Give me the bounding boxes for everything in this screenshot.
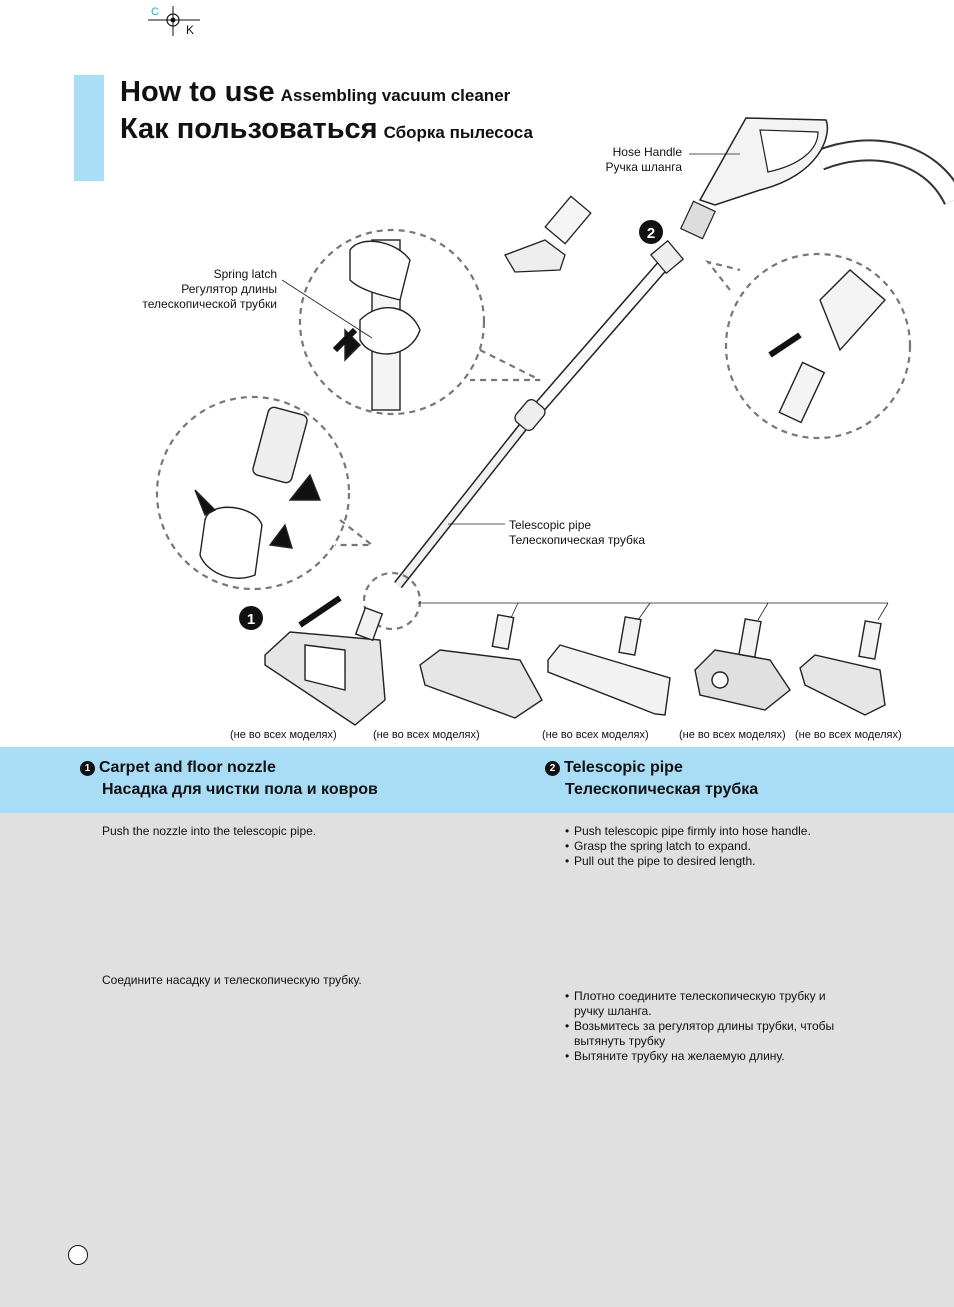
carpet-floor-nozzle-drawing bbox=[264, 606, 386, 726]
registration-mark: C K bbox=[148, 6, 200, 38]
telescopic-pipe-label: Telescopic pipe Телескопическая трубка bbox=[509, 518, 645, 548]
section-left-title-en-text: Carpet and floor nozzle bbox=[99, 759, 276, 776]
left-text-ru: Соедините насадку и телескопическую труб… bbox=[102, 973, 362, 987]
parquet-nozzle-drawing bbox=[547, 616, 671, 716]
model-note-5: (не во всех моделях) bbox=[795, 729, 902, 741]
right-bullet-en-1: Push telescopic pipe firmly into hose ha… bbox=[565, 824, 865, 839]
right-bullets-en: Push telescopic pipe firmly into hose ha… bbox=[565, 824, 865, 869]
assembly-illustration: 1 2 bbox=[155, 117, 954, 726]
motorized-nozzle-drawing bbox=[694, 618, 791, 711]
crosshair-icon bbox=[148, 6, 200, 36]
title-ru-main: Как пользоваться bbox=[120, 113, 378, 145]
section-header-band bbox=[0, 747, 954, 813]
hose-handle-label-en: Hose Handle bbox=[612, 145, 682, 159]
nozzle-row bbox=[264, 602, 889, 726]
spring-latch-label-ru-2: телескопической трубки bbox=[142, 297, 277, 311]
section-left-title-en: 1 Carpet and floor nozzle bbox=[80, 757, 378, 779]
section-right-number-icon: 2 bbox=[545, 761, 560, 776]
turbo-nozzle-drawing bbox=[419, 614, 543, 719]
spring-latch-label: Spring latch Регулятор длины телескопиче… bbox=[142, 267, 277, 312]
model-note-3: (не во всех моделях) bbox=[542, 729, 649, 741]
section-left-header: 1 Carpet and floor nozzle Насадка для чис… bbox=[80, 757, 378, 801]
right-bullet-en-3: Pull out the pipe to desired length. bbox=[565, 854, 865, 869]
hose-handle-label: Hose Handle Ручка шланга bbox=[606, 145, 683, 175]
model-note-2: (не во всех моделях) bbox=[373, 729, 480, 741]
step1-badge-icon: 1 bbox=[239, 606, 263, 630]
right-bullet-ru-2: Возьмитесь за регулятор длины трубки, чт… bbox=[565, 1019, 855, 1049]
title-accent-bar bbox=[74, 75, 104, 181]
spring-latch-label-ru-1: Регулятор длины bbox=[181, 282, 277, 296]
title-ru: Как пользоваться Сборка пылесоса bbox=[120, 113, 533, 146]
section-right-title-ru: Телескопическая трубка bbox=[565, 781, 759, 798]
right-bullet-ru-1: Плотно соедините телескопическую трубку … bbox=[565, 989, 855, 1019]
title-en-sub: Assembling vacuum cleaner bbox=[280, 86, 511, 105]
step2-number: 2 bbox=[647, 225, 655, 242]
page-number-circle bbox=[68, 1245, 88, 1265]
model-note-4: (не во всех моделях) bbox=[679, 729, 786, 741]
crevice-nozzle-drawing bbox=[504, 195, 592, 273]
section-right-title-en: 2 Telescopic pipe bbox=[545, 757, 758, 779]
callout-circles bbox=[155, 228, 912, 631]
telescopic-pipe-label-en: Telescopic pipe bbox=[509, 518, 592, 532]
telescopic-pipe-label-ru: Телескопическая трубка bbox=[509, 533, 646, 547]
reg-k-label: K bbox=[186, 23, 195, 37]
right-bullets-ru: Плотно соедините телескопическую трубку … bbox=[565, 989, 855, 1064]
hose-handle-label-ru: Ручка шланга bbox=[605, 160, 683, 174]
callout-details bbox=[194, 239, 887, 579]
arrow-step1-icon bbox=[298, 595, 342, 628]
spring-latch-label-en: Spring latch bbox=[213, 267, 277, 281]
hose-handle-drawing bbox=[679, 117, 954, 240]
section-left-number-icon: 1 bbox=[80, 761, 95, 776]
model-note-1: (не во всех моделях) bbox=[230, 729, 337, 741]
hard-floor-nozzle-drawing bbox=[799, 620, 886, 716]
right-bullet-en-2: Grasp the spring latch to expand. bbox=[565, 839, 865, 854]
title-ru-sub: Сборка пылесоса bbox=[383, 123, 533, 142]
telescopic-pipe-drawing bbox=[394, 239, 685, 589]
section-left-title-ru: Насадка для чистки пола и ковров bbox=[102, 781, 378, 798]
section-right-header: 2 Telescopic pipe Телескопическая трубка bbox=[545, 757, 758, 801]
title-en: How to use Assembling vacuum cleaner bbox=[120, 76, 510, 109]
reg-c-label: C bbox=[151, 6, 159, 18]
step1-number: 1 bbox=[247, 611, 255, 628]
left-text-en: Push the nozzle into the telescopic pipe… bbox=[102, 824, 317, 838]
leader-lines bbox=[281, 279, 373, 339]
right-bullet-ru-3: Вытяните трубку на желаемую длину. bbox=[565, 1049, 855, 1064]
step2-badge-icon: 2 bbox=[639, 220, 663, 244]
title-en-main: How to use bbox=[120, 76, 275, 108]
section-right-title-en-text: Telescopic pipe bbox=[564, 759, 683, 776]
